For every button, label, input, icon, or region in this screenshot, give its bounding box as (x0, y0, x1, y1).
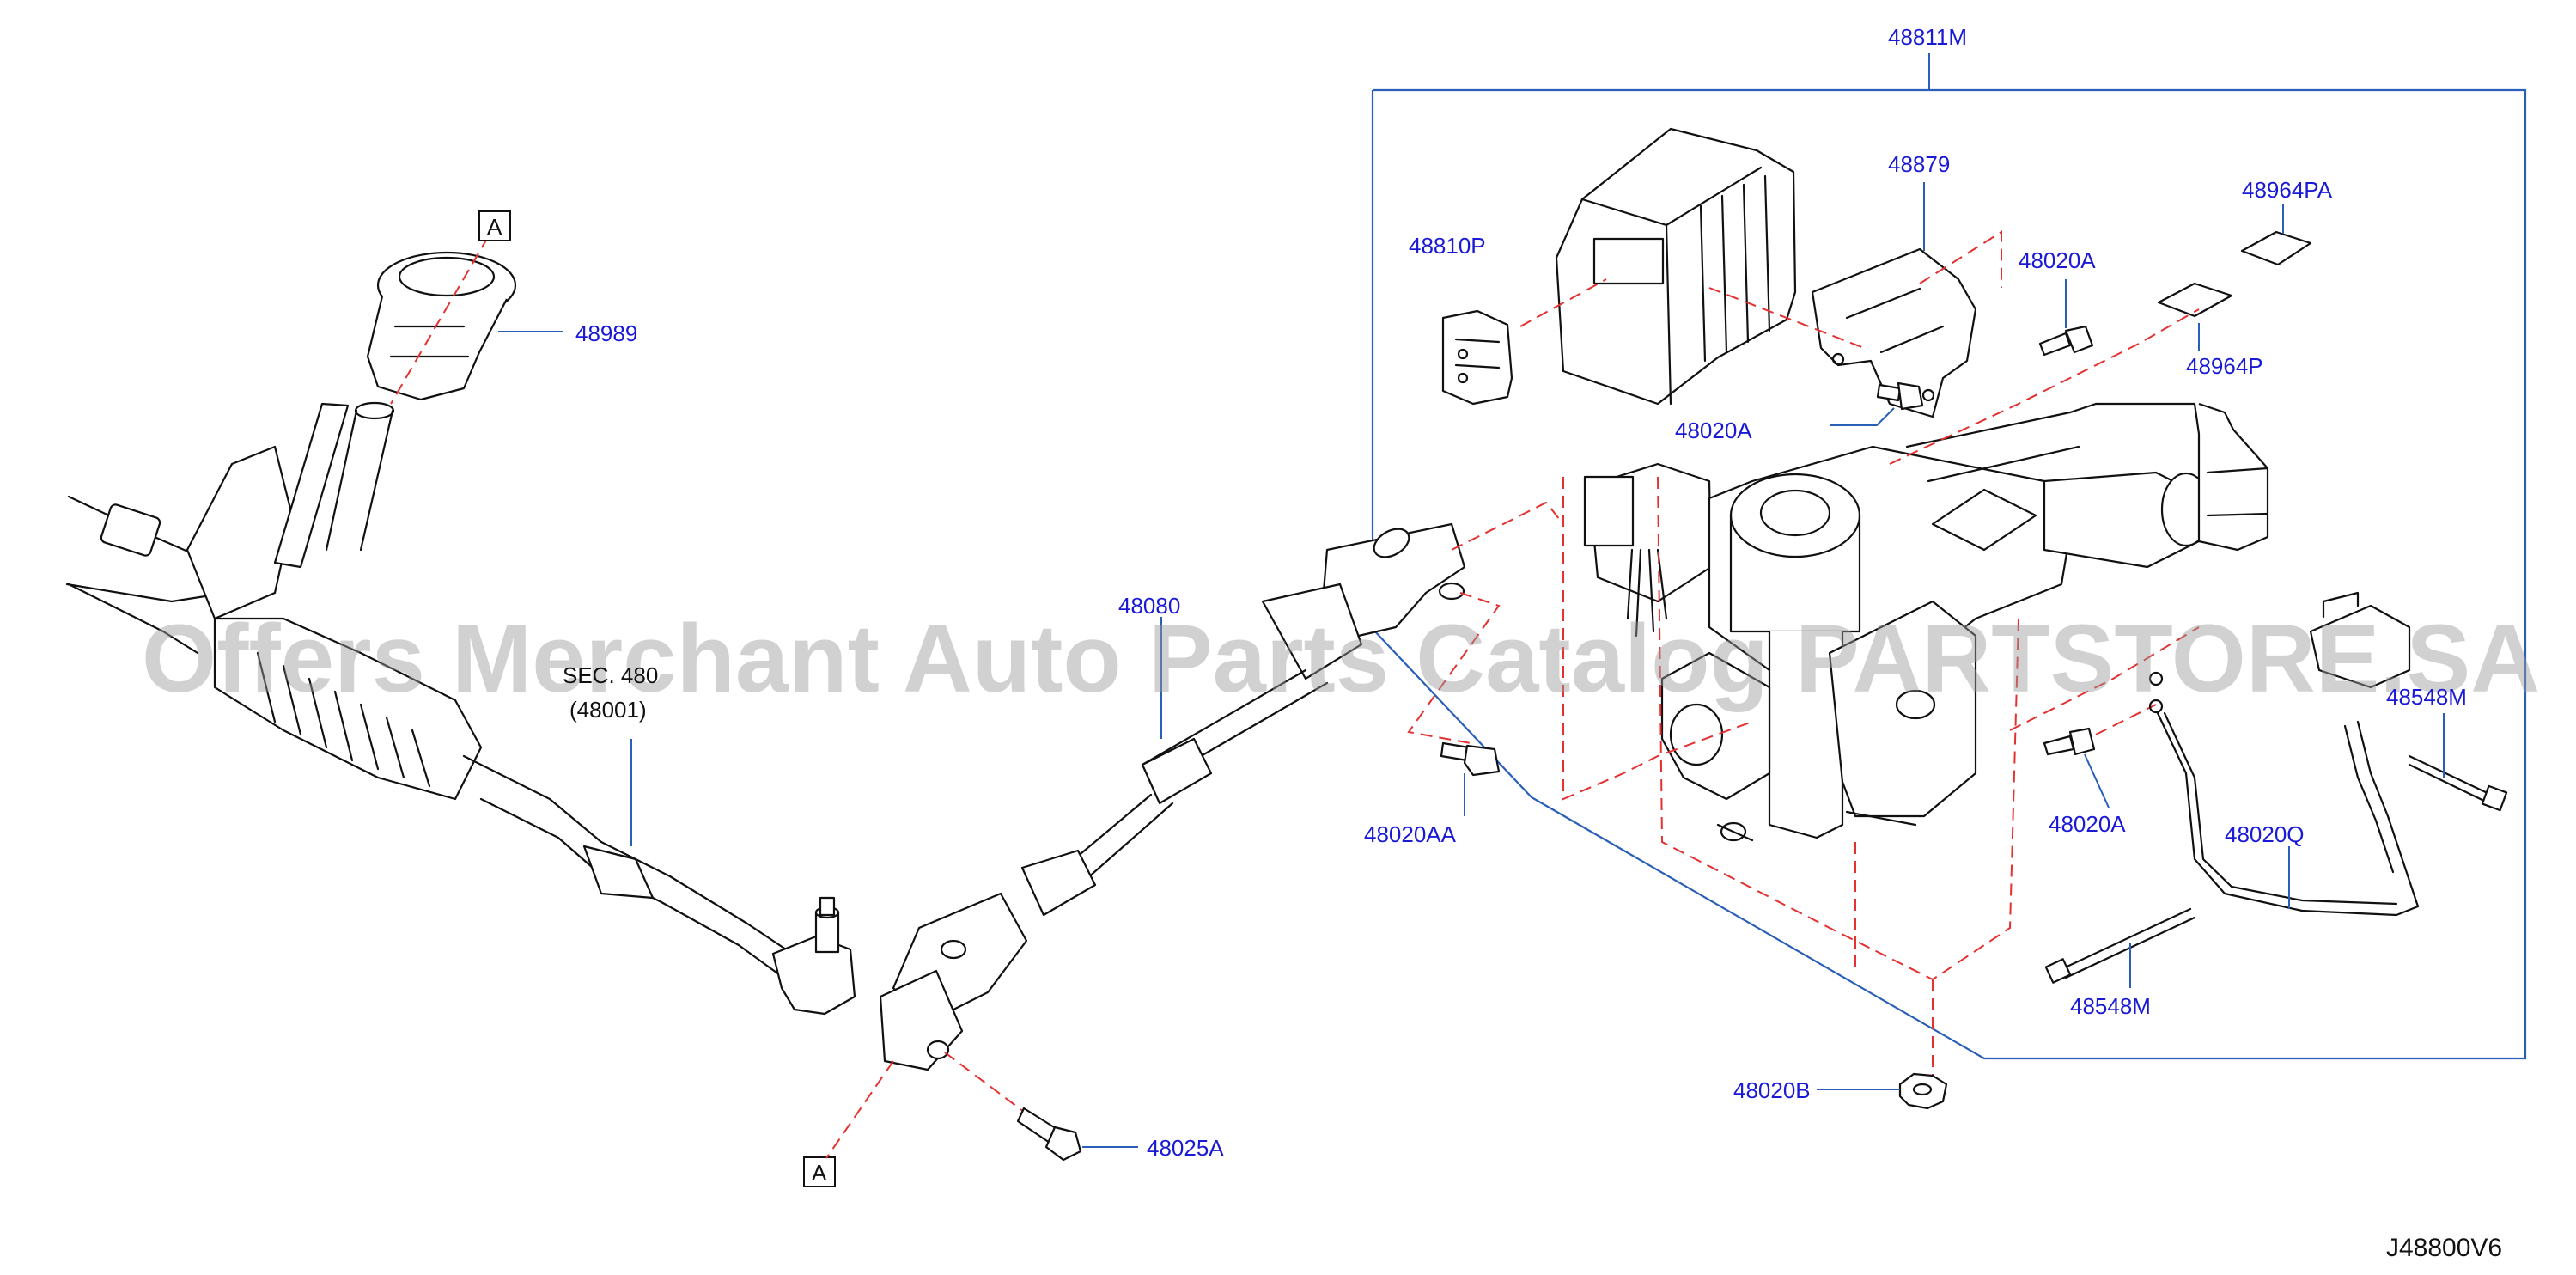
label-48020A-1: 48020A (2019, 247, 2096, 273)
label-48080: 48080 (1118, 593, 1180, 619)
pad-48964PA-drawing (2240, 230, 2312, 266)
callout-box-top (478, 210, 511, 241)
callout-marker-top: A (487, 214, 502, 240)
tie-48548M-lower-drawing (2044, 907, 2196, 984)
bolt-48020AA-drawing (1440, 741, 1501, 777)
bolt-48025A-drawing (1016, 1107, 1082, 1162)
label-48548M-1: 48548M (2386, 684, 2467, 710)
label-48020B: 48020B (1733, 1077, 1811, 1103)
guide-boot (390, 236, 489, 405)
leader-48020A-3 (2084, 753, 2110, 808)
bolt-48020A-upper-drawing (2038, 325, 2094, 357)
nut-48020B-drawing (1898, 1072, 1948, 1110)
label-48879: 48879 (1888, 151, 1950, 177)
guide-bracket-right (1919, 230, 2002, 288)
callout-box-bottom (803, 1156, 836, 1187)
section-ref-line1: SEC. 480 (563, 662, 658, 688)
leader-48020A-2 (1830, 407, 1895, 426)
guide-shaft-mid (1407, 592, 1501, 744)
label-48020AA: 48020AA (1364, 821, 1457, 847)
label-48020Q: 48020Q (2225, 821, 2305, 847)
guide-bolt-right (2095, 704, 2157, 735)
column-motor-drawing (1583, 402, 2269, 842)
pad-48964P-drawing (2157, 282, 2233, 318)
label-48025A: 48025A (1147, 1135, 1224, 1161)
section-ref-line2: (48001) (569, 697, 647, 723)
guide-shaft-top (1451, 501, 1564, 551)
control-unit-drawing (1441, 127, 1797, 406)
boot-48989-drawing (366, 251, 517, 401)
steering-rack-drawing (65, 401, 856, 1016)
guide-ecu-bolt (1708, 287, 1865, 349)
bolt-48020A-right-drawing (2043, 727, 2096, 756)
label-48811M: 48811M (1888, 24, 1967, 50)
label-48548M-2: 48548M (2070, 993, 2151, 1019)
guide-shaft-bolt (944, 1052, 1032, 1118)
intermediate-shaft-drawing (879, 522, 1466, 1071)
guide-ecu-bracket (1519, 278, 1607, 327)
label-48810P: 48810P (1409, 233, 1486, 259)
harness-48020Q-drawing (2148, 591, 2420, 917)
bracket-48879-drawing (1811, 247, 1977, 418)
drawing-code: J48800V6 (2386, 1234, 2502, 1262)
label-48020A-3: 48020A (2049, 811, 2126, 837)
bolt-48020A-mid-drawing (1876, 381, 1924, 411)
callout-marker-bottom: A (812, 1160, 827, 1186)
tie-48548M-upper-drawing (2408, 754, 2508, 812)
label-48964PA: 48964PA (2242, 177, 2333, 203)
guide-shaft-bottom (825, 1060, 894, 1159)
watermark: Offers Merchant Auto Parts Catalog PARTS… (142, 605, 2540, 712)
label-48989: 48989 (575, 320, 637, 346)
label-48964P: 48964P (2186, 353, 2263, 379)
label-48020A-2: 48020A (1675, 418, 1752, 443)
